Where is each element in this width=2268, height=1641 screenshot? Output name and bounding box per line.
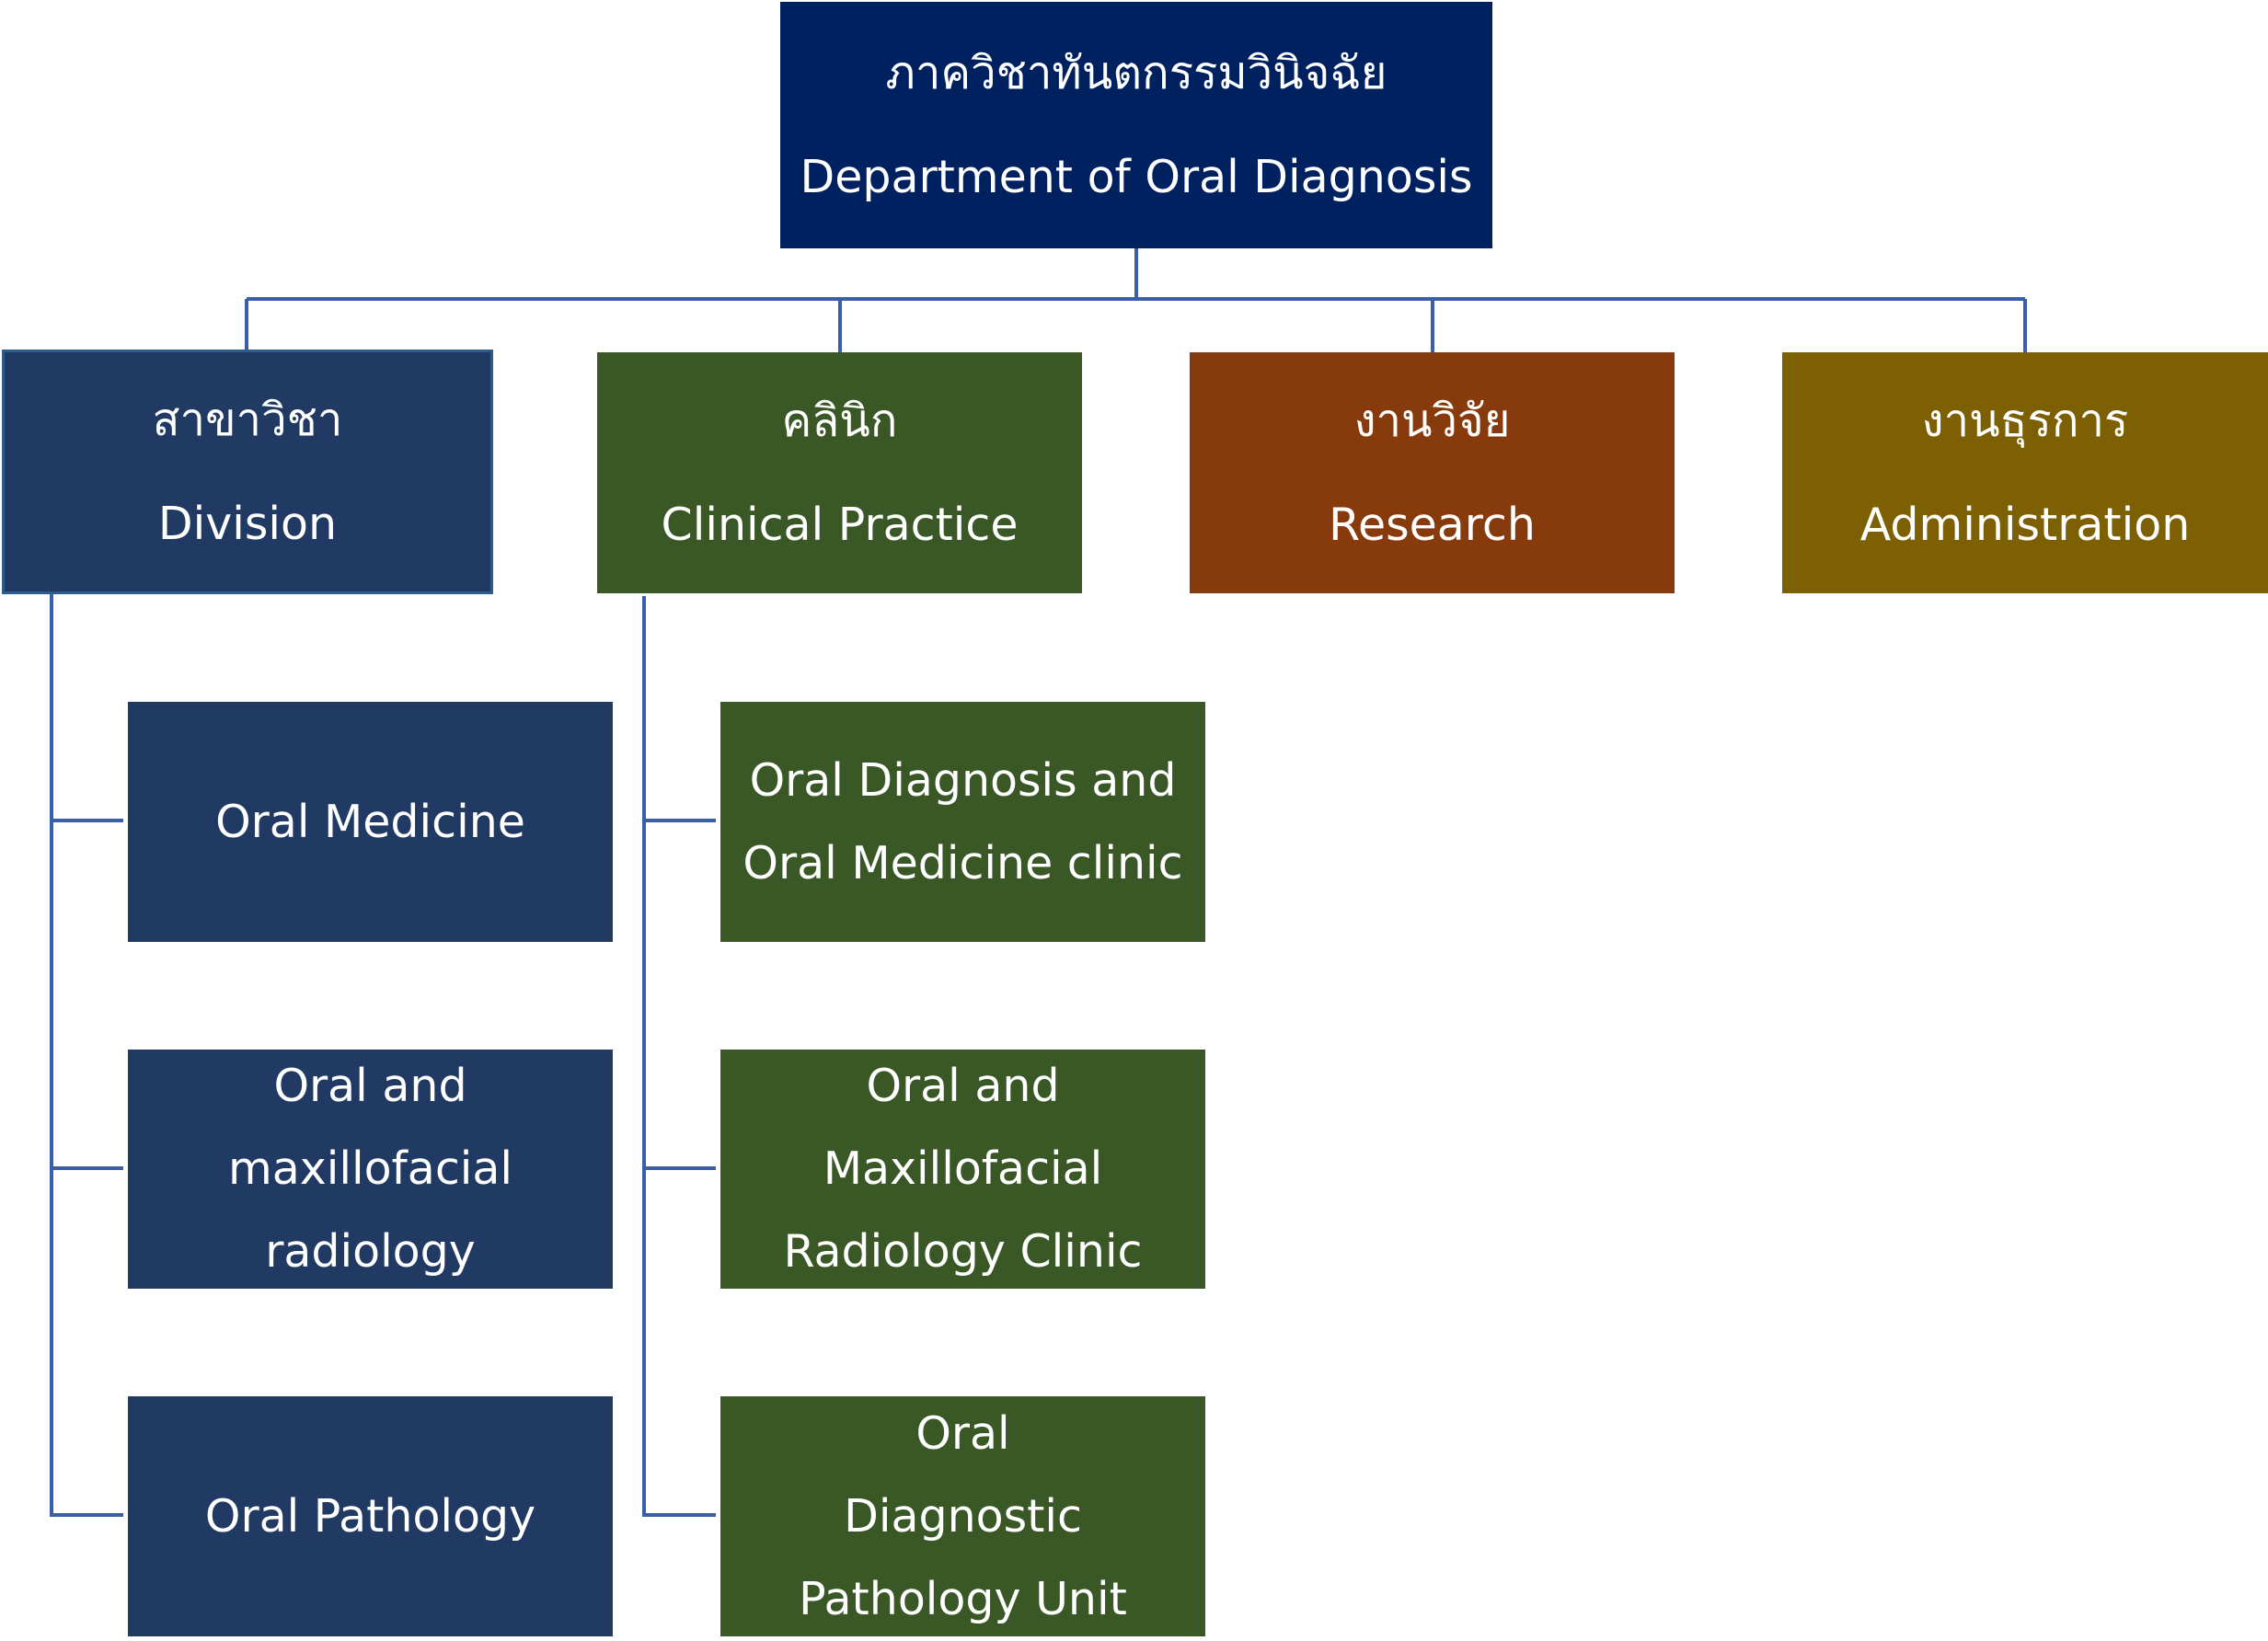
division-unit-label: Oral Pathology [204, 1489, 536, 1543]
division-box: สาขาวิชา Division [2, 350, 493, 594]
clinical-unit-pathology-unit: Oral Diagnostic Pathology Unit [720, 1396, 1205, 1636]
clinical-unit-label: Oral Diagnosis and Oral Medicine clinic [743, 753, 1183, 889]
administration-title-th: งานธุรการ [1921, 395, 2129, 447]
administration-box: งานธุรการ Administration [1782, 352, 2268, 593]
clinical-practice-title-en: Clinical Practice [661, 499, 1019, 551]
division-title-en: Division [157, 498, 338, 550]
division-title-th: สาขาวิชา [152, 394, 343, 446]
division-unit-oral-medicine: Oral Medicine [128, 702, 613, 942]
research-title-en: Research [1329, 499, 1536, 551]
clinical-unit-radiology-clinic: Oral and Maxillofacial Radiology Clinic [720, 1050, 1205, 1289]
clinical-practice-title-th: คลินิก [781, 395, 898, 447]
research-title-th: งานวิจัย [1353, 395, 1511, 447]
division-unit-label: Oral Medicine [215, 795, 525, 848]
department-title-en: Department of Oral Diagnosis [800, 151, 1473, 203]
research-box: งานวิจัย Research [1190, 352, 1675, 593]
department-title-th: ภาควิชาทันตกรรมวินิจฉัย [885, 47, 1387, 99]
clinical-unit-label: Oral Diagnostic Pathology Unit [799, 1406, 1127, 1625]
administration-title-en: Administration [1859, 499, 2191, 551]
clinical-practice-box: คลินิก Clinical Practice [597, 352, 1082, 593]
division-unit-radiology: Oral and maxillofacial radiology [128, 1050, 613, 1289]
clinical-unit-oral-diagnosis-clinic: Oral Diagnosis and Oral Medicine clinic [720, 702, 1205, 942]
department-box: ภาควิชาทันตกรรมวินิจฉัย Department of Or… [780, 2, 1492, 248]
clinical-unit-label: Oral and Maxillofacial Radiology Clinic [783, 1060, 1143, 1278]
division-unit-label: Oral and maxillofacial radiology [227, 1060, 513, 1278]
division-unit-oral-pathology: Oral Pathology [128, 1396, 613, 1636]
